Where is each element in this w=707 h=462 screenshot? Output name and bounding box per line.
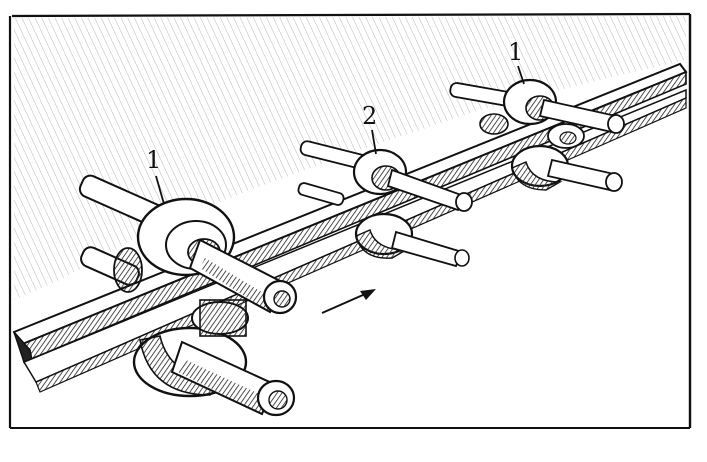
label-roll-left-text: 1 xyxy=(146,146,161,174)
label-roll-right-text: 1 xyxy=(508,38,523,66)
right-upper-shaft xyxy=(538,98,625,134)
roll-stand-right xyxy=(449,78,625,192)
roll-stand-left xyxy=(78,174,298,417)
right-middle-bearing xyxy=(479,113,585,149)
label-roll-left: 1 xyxy=(146,146,165,205)
label-roll-middle-text: 2 xyxy=(362,102,377,130)
right-lower-shaft xyxy=(546,158,623,192)
figure-frame xyxy=(8,12,692,429)
label-roll-right: 1 xyxy=(508,38,525,85)
roll-stand-middle xyxy=(297,140,473,268)
left-side-bearing xyxy=(113,247,143,293)
direction-arrow xyxy=(321,289,376,314)
middle-upper-shaft xyxy=(386,168,473,212)
middle-lower-shaft xyxy=(390,230,470,268)
left-upper-shaft xyxy=(188,238,298,315)
left-lower-shaft xyxy=(170,340,296,417)
label-roll-middle: 2 xyxy=(362,102,377,155)
